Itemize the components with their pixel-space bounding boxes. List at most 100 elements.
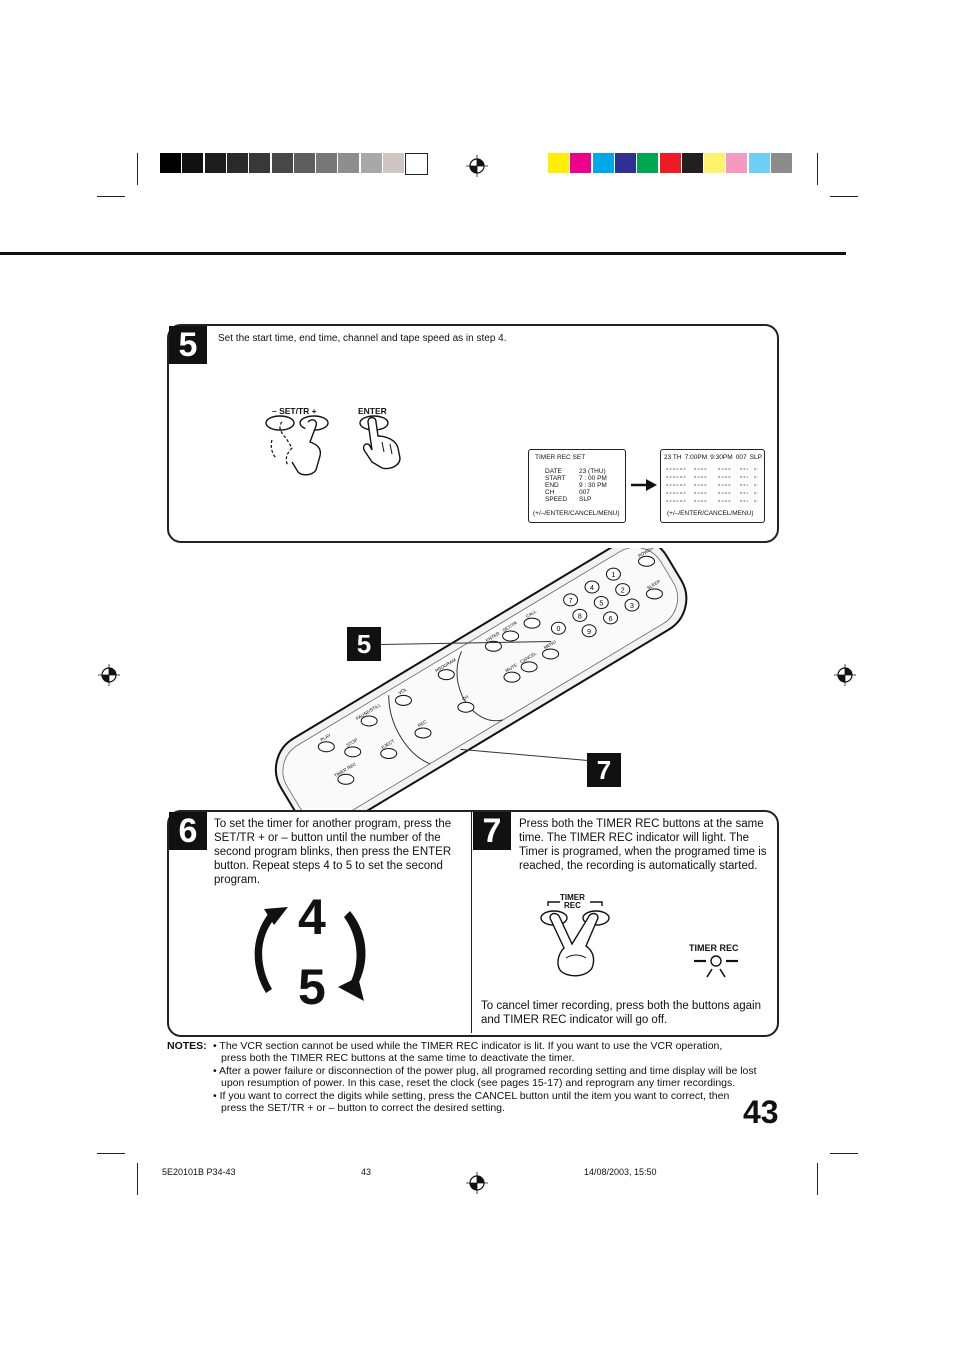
remote-function-button	[503, 671, 521, 683]
note-1-line-1: • The VCR section cannot be used while t…	[213, 1040, 723, 1052]
screen-label-start: START	[545, 475, 566, 482]
gray-swatch	[405, 153, 429, 175]
remote-function-label: CH	[461, 694, 469, 702]
set-tr-label: – SET/TR +	[272, 406, 317, 416]
remote-function-button	[337, 773, 355, 785]
remote-digit-label: 3	[630, 603, 634, 610]
registration-mark-icon	[466, 155, 488, 177]
remote-function-button	[380, 748, 398, 760]
remote-digit-button	[584, 580, 600, 594]
remote-digit-button	[624, 598, 640, 612]
header-rule	[0, 252, 846, 255]
screen-label-end: END	[545, 482, 559, 489]
remote-function-button	[457, 701, 475, 713]
step5-panel	[167, 324, 779, 543]
step7-text: Press both the TIMER REC buttons at the …	[519, 818, 767, 872]
timer-rec-indicator-light-icon	[694, 955, 738, 978]
hand-pressing-timer-rec-icon	[540, 901, 610, 977]
color-swatch	[614, 153, 636, 173]
gray-swatch	[360, 153, 382, 173]
gray-swatch	[383, 153, 404, 173]
gray-swatch	[293, 153, 315, 173]
cycle-number-5: 5	[298, 959, 326, 1015]
screen-label-ch: CH	[545, 489, 555, 496]
screen-labels: DATE START END CH SPEED	[545, 468, 567, 503]
step5-instruction: Set the start time, end time, channel an…	[218, 333, 507, 344]
timer-rec-indicator-label: TIMER REC	[689, 943, 739, 953]
note-1-line-2: press both the TIMER REC buttons at the …	[221, 1052, 575, 1064]
remote-function-label: MUTE	[504, 662, 518, 673]
remote-digit-button	[581, 624, 597, 638]
crop-mark	[137, 1163, 138, 1195]
screen-label-speed: SPEED	[545, 496, 568, 503]
page-number: 43	[743, 1094, 779, 1130]
remote-digit-button	[572, 608, 588, 622]
crop-mark	[817, 153, 818, 185]
screen-program-rows	[666, 468, 758, 502]
crop-mark	[97, 1153, 125, 1154]
crop-mark	[830, 196, 858, 197]
remote-function-button	[638, 555, 656, 567]
color-swatch	[748, 153, 770, 173]
notes-heading: NOTES:	[167, 1040, 207, 1052]
gray-swatch	[204, 153, 226, 173]
remote-digit-button	[603, 611, 619, 625]
remote-digit-label: 0	[556, 626, 560, 633]
rec-button-label: REC	[564, 901, 581, 910]
remote-digit-label: 4	[590, 585, 594, 592]
screen-value-speed: SLP	[579, 496, 592, 503]
color-swatch	[570, 153, 592, 173]
screen-value-ch: 007	[579, 489, 590, 496]
color-swatch	[659, 153, 681, 173]
remote-function-button	[523, 617, 541, 629]
remote-function-button	[317, 741, 335, 753]
remote-digit-button	[605, 567, 621, 581]
remote-function-label: STOP	[345, 737, 358, 748]
arrow-right-icon	[631, 479, 657, 491]
timer-program-list-screen: 23 TH 7:00PM 9:30PM 007 SLP (+/–/ENTER/C…	[660, 449, 765, 523]
remote-function-button	[502, 630, 520, 642]
screen-header-ch: 007	[735, 454, 747, 461]
note-3-line-1: • If you want to correct the digits whil…	[213, 1090, 730, 1102]
remote-function-button	[437, 669, 455, 681]
cycle-number-4: 4	[298, 889, 326, 945]
remote-digit-label: 8	[578, 613, 582, 620]
remote-function-label: SLEEP	[646, 579, 661, 591]
remote-function-button	[360, 715, 378, 727]
footer-code: 5E20101B P34-43	[162, 1167, 236, 1177]
remote-function-button	[520, 661, 538, 673]
footer-page: 43	[361, 1167, 372, 1177]
registration-mark-icon	[98, 664, 120, 686]
screen-values: 23 (THU) 7 : 00 PM 9 : 30 PM 007 SLP	[579, 468, 607, 503]
color-swatch	[548, 153, 569, 173]
screen-value-start: 7 : 00 PM	[579, 475, 607, 482]
screen-value-date: 23 (THU)	[579, 468, 606, 475]
color-swatch	[771, 153, 792, 173]
hand-pressing-enter-icon	[359, 415, 401, 470]
cancel-instruction: To cancel timer recording, press both th…	[481, 1000, 761, 1026]
crop-mark	[97, 196, 125, 197]
screen-footer: (+/–/ENTER/CANCEL/MENU)	[667, 510, 754, 517]
remote-digit-label: 6	[609, 616, 613, 623]
remote-control-illustration: 1234567890SLEEPPOWERCALLMENUSET/TRCANCEL…	[274, 548, 688, 818]
timer-button-label: TIMER	[560, 893, 585, 902]
note-2-line-2: upon resumption of power. In this case, …	[221, 1077, 736, 1089]
footer-datetime: 14/08/2003, 15:50	[584, 1167, 657, 1177]
color-swatch	[681, 153, 703, 173]
screen-label-date: DATE	[545, 468, 562, 475]
remote-function-button	[645, 588, 663, 600]
step5-number: 5	[169, 326, 207, 364]
registration-mark-icon	[834, 664, 856, 686]
remote-function-label: CALL	[525, 609, 538, 619]
screen-header-speed: SLP	[749, 454, 762, 461]
remote-function-label: EJECT	[381, 738, 396, 750]
gray-swatch	[316, 153, 338, 173]
gray-swatch	[249, 153, 271, 173]
color-swatch	[726, 153, 748, 173]
step7-number: 7	[473, 812, 511, 850]
screen-value-end: 9 : 30 PM	[579, 482, 607, 489]
screen-header-date: 23 TH	[664, 454, 682, 461]
remote-digit-button	[615, 583, 631, 597]
screen-header-end: 9:30PM	[710, 454, 733, 461]
remote-digit-button	[593, 595, 609, 609]
